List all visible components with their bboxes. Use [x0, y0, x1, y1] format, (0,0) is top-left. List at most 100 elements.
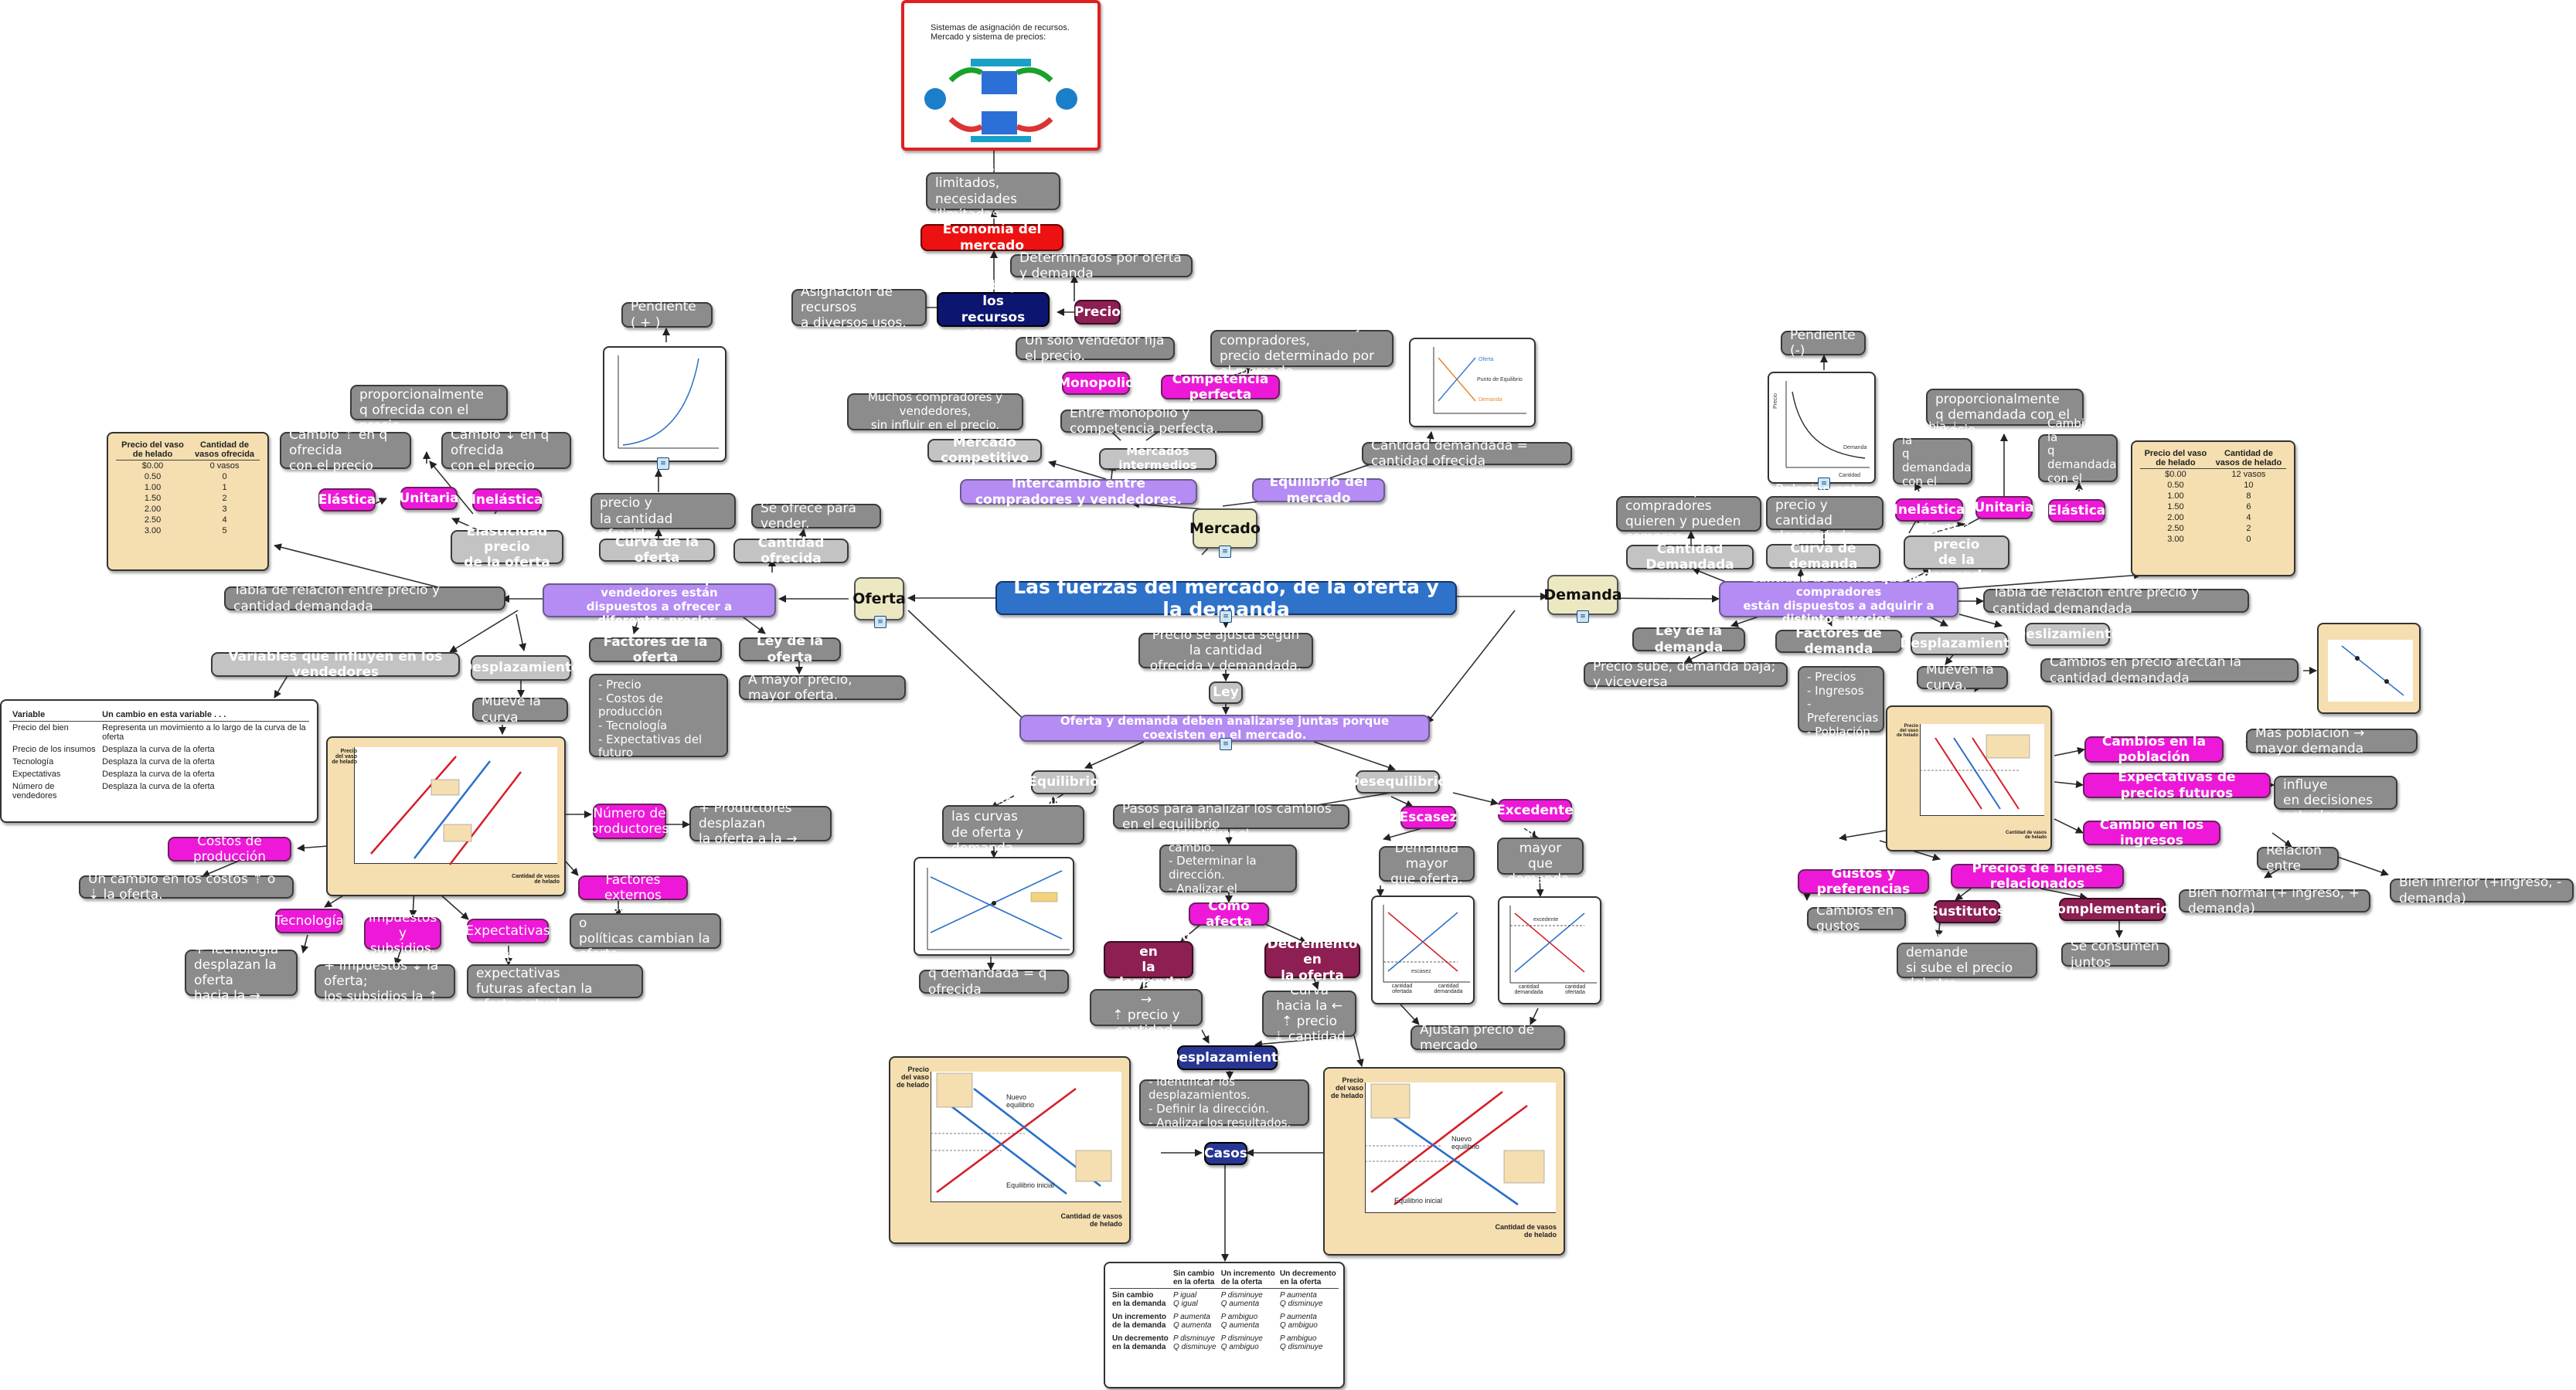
- curva-derecha-node[interactable]: Curva hacia la → ⇡ precio y cantidad.: [1090, 977, 1203, 1038]
- cantidad-ofrecida-node[interactable]: Cantidad ofrecida: [733, 535, 849, 566]
- se-ofrece-node[interactable]: Se ofrece para vender.: [751, 501, 881, 532]
- mercados-intermedios-node[interactable]: Mercados intermedios: [1099, 444, 1217, 472]
- cambios-poblacion-node[interactable]: Cambios en la población: [2084, 734, 2224, 765]
- note-icon[interactable]: ≡: [1219, 545, 1231, 558]
- mas-productores-node[interactable]: + Productores desplazan la oferta a la →: [689, 800, 832, 847]
- pendiente-negativa-node[interactable]: Pendiente (-): [1781, 328, 1866, 359]
- entre-monopolio-node[interactable]: Entre monopolio y competencia perfecta.: [1060, 406, 1263, 437]
- note-icon[interactable]: ≡: [1220, 610, 1232, 623]
- note-icon[interactable]: ≡: [1818, 477, 1830, 490]
- note-icon[interactable]: ≡: [1577, 610, 1589, 623]
- tecnologia-node[interactable]: Tecnología: [274, 909, 344, 933]
- demanda-inelastica-node[interactable]: Inelástica: [1894, 498, 1965, 522]
- expectativas-precios-node[interactable]: Expectativas de precios futuros: [2083, 770, 2271, 801]
- muchos-vendedores-node[interactable]: Muchos vendedores y compradores, precio …: [1210, 318, 1393, 379]
- numero-productores-node[interactable]: Número de productores: [590, 804, 669, 839]
- oferta-tabla-relacion-node[interactable]: Tabla de relación entre precio y cantida…: [224, 583, 505, 614]
- elasticidad-oferta-node[interactable]: Elasticidad precio de la oferta: [451, 524, 563, 570]
- escasez-node[interactable]: Escasez: [1400, 806, 1457, 829]
- oferta-inelastica-node[interactable]: Inelástica: [471, 488, 543, 511]
- economia-del-mercado-node[interactable]: Economía del mercado: [920, 222, 1063, 253]
- oferta-desplazamiento-node[interactable]: Desplazamiento: [461, 655, 580, 681]
- demanda-cantidad-node[interactable]: Cantidad de bienes que los compradores e…: [1719, 571, 1958, 626]
- cambia-down-node[interactable]: Cambia ⇣ la q demandada con el precio.: [1893, 420, 1972, 501]
- asignacion-node[interactable]: Asignación de recursos a diversos usos.: [791, 284, 927, 331]
- decremento-oferta-node[interactable]: Decremento en la oferta: [1264, 936, 1360, 984]
- oferta-demanda-juntas-node[interactable]: Oferta y demanda deben analizarse juntas…: [1019, 714, 1430, 742]
- pasos-list[interactable]: - Identificar el cambio. - Determinar la…: [1159, 827, 1297, 909]
- casos-node[interactable]: Casos: [1204, 1142, 1247, 1165]
- cambia-up-node[interactable]: Cambia ⇡ la q demandada con el precio.: [2038, 416, 2118, 498]
- mercado-node[interactable]: Mercado: [1189, 508, 1261, 549]
- ley-node[interactable]: Ley: [1209, 681, 1243, 704]
- precio-node[interactable]: Precio: [1074, 300, 1121, 325]
- monopolio-node[interactable]: Monopolio: [1057, 372, 1135, 395]
- demanda-mayor-node[interactable]: Demanda mayor que oferta.: [1379, 841, 1475, 887]
- demanda-desplazamiento-node[interactable]: Desplazamiento: [1900, 632, 2019, 655]
- bien-normal-node[interactable]: Bien normal (+ ingreso, + demanda): [2179, 885, 2370, 916]
- ley-oferta-node[interactable]: Ley de la oferta: [739, 634, 841, 665]
- sustitutos-node[interactable]: Sustitutos: [1929, 900, 2005, 923]
- un-cambio-costos-node[interactable]: Un cambio en los costos ⇡ o ⇣ la oferta.: [79, 872, 294, 902]
- factores-demanda-node[interactable]: Factores de demanda: [1775, 626, 1902, 657]
- deslizamiento-node[interactable]: Deslizamiento: [2015, 623, 2120, 646]
- muchos-compradores-node[interactable]: Muchos compradores y vendedores, sin inf…: [847, 391, 1023, 432]
- bien-inferior-node[interactable]: Bien Inferior (+ingreso, - demanda): [2390, 875, 2574, 906]
- vendedor-solo-node[interactable]: Un solo vendedor fija el precio.: [1016, 333, 1175, 364]
- mas-poblacion-node[interactable]: Más población → mayor demanda: [2246, 726, 2418, 756]
- impuestos-node[interactable]: Impuestos y subsidios.: [364, 910, 441, 957]
- desplazamiento-casos-node[interactable]: Desplazamiento: [1168, 1045, 1287, 1070]
- curva-oferta-node[interactable]: Curva de la oferta: [599, 535, 715, 566]
- cambios-gustos-node[interactable]: Cambios en gustos: [1807, 903, 1906, 934]
- mueven-curva-node[interactable]: Mueven la curva.: [1917, 662, 2008, 693]
- precios-relacionados-node[interactable]: Precios de bienes relacionados: [1951, 861, 2124, 892]
- alternativas-node[interactable]: Alternativas, más demande si sube el pre…: [1897, 929, 2037, 991]
- como-afecta-node[interactable]: Como afecta: [1189, 899, 1269, 929]
- q-igual-node[interactable]: q demandada = q ofrecida: [919, 966, 1069, 997]
- gustos-node[interactable]: Gustos y preferencias: [1798, 866, 1929, 897]
- oferta-cantidad-node[interactable]: Cantidad de bienes que los vendedores es…: [543, 573, 776, 627]
- oferta-elastica-node[interactable]: Elástica: [318, 488, 376, 511]
- factores-oferta-node[interactable]: Factores de la oferta: [589, 634, 722, 665]
- demanda-node[interactable]: Demanda: [1543, 575, 1622, 615]
- distribuyen-node[interactable]: Distribuyen los recursos escasos: [937, 278, 1050, 341]
- demanda-tabla-relacion-node[interactable]: Tabla de relación entre precio y cantida…: [1983, 585, 2249, 617]
- pasos-node[interactable]: Pasos para analizar los cambios en el eq…: [1113, 801, 1349, 832]
- desastres-node[interactable]: Desastres naturales o políticas cambian …: [570, 900, 721, 962]
- oferta-node[interactable]: Oferta: [852, 577, 906, 620]
- oferta-relacion-node[interactable]: Relación entre el precio y la cantidad o…: [590, 480, 736, 542]
- note-icon[interactable]: ≡: [657, 457, 669, 470]
- pendiente-positiva-node[interactable]: Pendiente ( + ): [621, 299, 713, 331]
- desequilibrio-node[interactable]: Desequilibrio: [1349, 770, 1447, 794]
- donde-cruzan-node[interactable]: Donde se cruzan las curvas de oferta y d…: [942, 794, 1084, 856]
- cantidad-demandada-node[interactable]: Cantidad Demandada: [1626, 542, 1754, 573]
- equilibrio-mercado-node[interactable]: Equilibrio del mercado: [1252, 474, 1385, 506]
- costos-produccion-node[interactable]: Costos de producción: [168, 834, 291, 865]
- cambio-down-node[interactable]: Cambio ⇣ en q ofrecida con el precio: [441, 427, 571, 474]
- oferta-cambia-node[interactable]: Cambia proporcionalmente q ofrecida con …: [350, 372, 508, 433]
- cantidad-iguales-node[interactable]: Cantidad demandada = cantidad ofrecida: [1362, 438, 1572, 469]
- precio-ajusta-node[interactable]: Precio se ajusta según la cantidad ofrec…: [1138, 627, 1313, 674]
- intercambio-node[interactable]: Intercambio entre compradores y vendedor…: [960, 476, 1197, 508]
- demanda-unitaria-node[interactable]: Unitaria: [1975, 496, 2034, 519]
- mas-tecnologia-node[interactable]: + Tecnología desplazan la oferta hacia l…: [185, 942, 298, 1004]
- determinados-node[interactable]: Determinados por oferta y demanda: [1010, 250, 1193, 281]
- cambios-expectativas-node[interactable]: Cambios en expectativas futuras afectan …: [467, 950, 643, 1012]
- competencia-perfecta-node[interactable]: Competencia perfecta: [1161, 372, 1280, 403]
- factores-oferta-list[interactable]: - Precio - Costos de producción - Tecnol…: [589, 674, 728, 814]
- cambio-up-node[interactable]: Cambio ⇡ en q ofrecida con el precio: [280, 427, 411, 474]
- relacion-entre-node[interactable]: Relacion entre: [2257, 843, 2339, 874]
- precio-futuro-node[interactable]: Precio futuro influye en decisiones actu…: [2274, 762, 2397, 824]
- desplazamiento-list[interactable]: - Identificar los desplazamientos. - Def…: [1139, 1075, 1309, 1130]
- curva-izquierda-node[interactable]: Curva hacia la ← ⇡ precio ⇣ cantidad: [1262, 983, 1356, 1045]
- curva-demanda-node[interactable]: Curva de demanda: [1766, 541, 1880, 572]
- note-icon[interactable]: ≡: [874, 616, 886, 628]
- note-icon[interactable]: ≡: [1220, 738, 1232, 750]
- expectativas-oferta-node[interactable]: Expectativas: [465, 919, 550, 943]
- equilibrio-node[interactable]: Equilibrio: [1028, 770, 1099, 794]
- ley-demanda-node[interactable]: Ley de la demanda: [1632, 624, 1745, 655]
- mayor-precio-node[interactable]: A mayor precio, mayor oferta.: [739, 672, 906, 703]
- compradores-node[interactable]: Cantidad que compradores quieren y puede…: [1616, 483, 1761, 545]
- precio-sube-node[interactable]: Precio sube, demanda baja; y viceversa: [1584, 659, 1788, 690]
- cambios-precio-node[interactable]: Cambios en precio afectan la cantidad de…: [2040, 654, 2299, 686]
